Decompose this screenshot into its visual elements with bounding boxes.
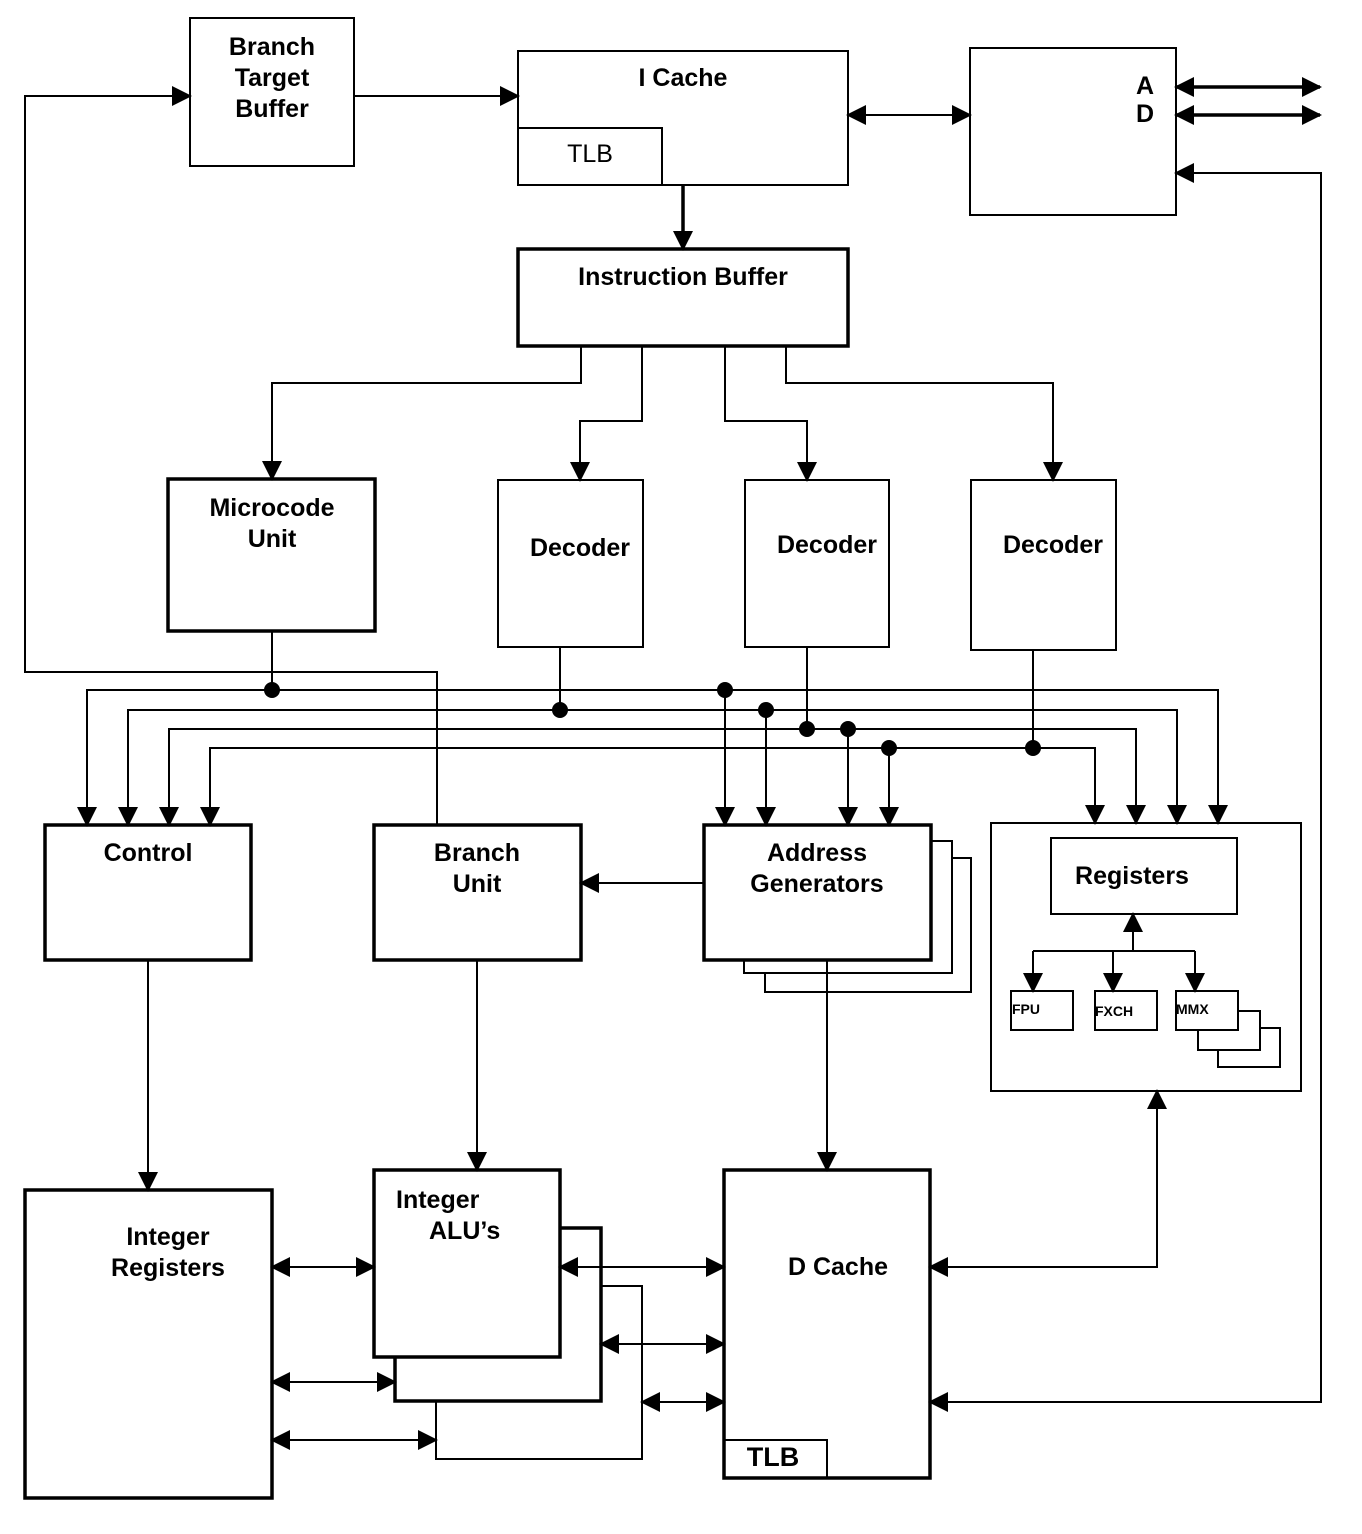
- bus-line-4: [200, 650, 1105, 827]
- dcache-to-fpu-arrow: [928, 1089, 1167, 1277]
- i-cache-tlb-label: TLB: [567, 140, 613, 168]
- ibuffer-to-decoder1-arrow: [570, 346, 643, 482]
- alu-dcache-arrows: [558, 1257, 726, 1412]
- d-cache-label: D Cache: [788, 1253, 888, 1281]
- control-block: Control: [43, 823, 253, 962]
- i-cache-block: I Cache TLB: [517, 50, 849, 186]
- fxch-label: FXCH: [1095, 1003, 1133, 1019]
- ibuffer-to-microcode-arrow: [262, 346, 582, 481]
- control-label: Control: [104, 839, 193, 867]
- bus-line-1: [77, 631, 1228, 827]
- decoder-2-block: Decoder: [744, 479, 890, 648]
- intregs-alu-arrows: [270, 1257, 438, 1450]
- decoder-1-block: Decoder: [497, 479, 644, 648]
- d-cache-block: D Cache TLB: [722, 1168, 932, 1480]
- mmx-label: MMX: [1176, 1001, 1209, 1017]
- decoder-2-label: Decoder: [777, 531, 877, 559]
- decoder-1-label: Decoder: [530, 534, 630, 562]
- ibuffer-to-decoder3-arrow: [785, 346, 1063, 482]
- bus-interface-a-label: A: [1136, 72, 1154, 100]
- bus-interface-block: A D: [969, 47, 1177, 216]
- fpu-unit-group: Registers FPU FXCH MMX: [990, 822, 1302, 1092]
- bus-line-3: [159, 647, 1146, 827]
- external-bus-arrows: [1174, 77, 1322, 125]
- junction-dots: [264, 682, 1041, 756]
- fpu-label: FPU: [1012, 1001, 1040, 1017]
- i-cache-label: I Cache: [639, 64, 728, 92]
- address-generator-taps: [715, 690, 899, 827]
- decoder-3-label: Decoder: [1003, 531, 1103, 559]
- d-cache-tlb-label: TLB: [747, 1442, 799, 1472]
- branch-unit-to-btb-arrow: [24, 86, 438, 825]
- instruction-buffer-label: Instruction Buffer: [578, 263, 788, 291]
- decoder-3-block: Decoder: [970, 479, 1117, 651]
- ibuffer-to-decoder2-arrow: [724, 346, 817, 482]
- bus-interface-d-label: D: [1136, 100, 1154, 128]
- dcache-to-bus-arrow: [928, 163, 1322, 1412]
- instruction-buffer-block: Instruction Buffer: [516, 247, 850, 348]
- bus-line-2: [118, 647, 1187, 827]
- registers-label: Registers: [1075, 862, 1189, 890]
